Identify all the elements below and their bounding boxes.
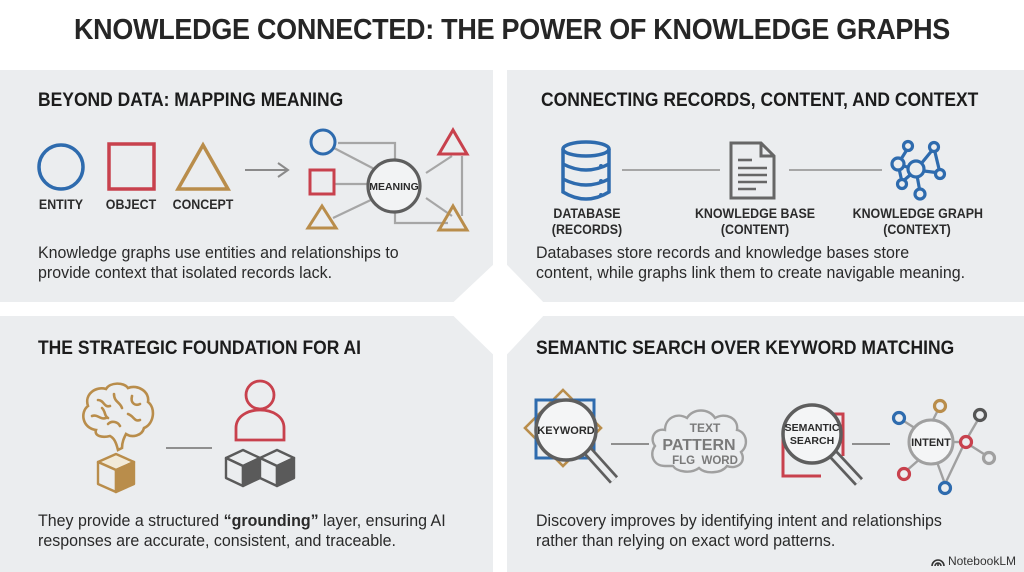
panel-title: BEYOND DATA: MAPPING MEANING bbox=[38, 90, 344, 111]
page-title: KNOWLEDGE CONNECTED: THE POWER OF KNOWLE… bbox=[73, 14, 951, 46]
connector-line bbox=[166, 447, 212, 449]
network-graph-icon bbox=[890, 139, 947, 201]
svg-text:PATTERN: PATTERN bbox=[662, 437, 735, 454]
panel-description-line2: provide context that isolated records la… bbox=[38, 263, 333, 282]
panel-connecting-records: CONNECTING RECORDS, CONTENT, AND CONTEXT bbox=[507, 70, 1024, 302]
panel-semantic-search: SEMANTIC SEARCH OVER KEYWORD MATCHING KE… bbox=[507, 316, 1024, 572]
svg-text:SEARCH: SEARCH bbox=[790, 435, 834, 447]
svg-text:SEMANTIC: SEMANTIC bbox=[785, 422, 840, 434]
intent-network-icon: INTENT bbox=[891, 398, 997, 496]
database-icon bbox=[561, 140, 611, 201]
meaning-node-label: MEANING bbox=[369, 181, 419, 193]
panel-description-line1: Databases store records and knowledge ba… bbox=[536, 243, 910, 262]
connector-line bbox=[789, 169, 882, 171]
meaning-graph-diagram: MEANING bbox=[305, 127, 470, 232]
circle-icon bbox=[37, 143, 85, 191]
semantic-search-magnifier-icon: SEMANTIC SEARCH bbox=[781, 403, 864, 486]
keyword-magnifier-icon: KEYWORD bbox=[523, 388, 619, 484]
connector-line bbox=[852, 443, 890, 445]
connector-line bbox=[622, 169, 720, 171]
icon-label-knowledge-base: KNOWLEDGE BASE(CONTENT) bbox=[694, 206, 816, 237]
panel-description-line2: content, while graphs link them to creat… bbox=[536, 263, 966, 282]
panel-title: SEMANTIC SEARCH OVER KEYWORD MATCHING bbox=[536, 338, 955, 359]
icon-label-concept: CONCEPT bbox=[172, 197, 234, 212]
connector-line bbox=[611, 443, 649, 445]
document-icon bbox=[729, 141, 776, 200]
panel-description-line2: rather than relying on exact word patter… bbox=[536, 531, 836, 550]
panel-description-line1: They provide a structured “grounding” la… bbox=[38, 511, 446, 530]
person-on-blocks-icon bbox=[224, 379, 296, 488]
panel-strategic-foundation: THE STRATEGIC FOUNDATION FOR AI bbox=[0, 316, 493, 572]
svg-text:TEXT: TEXT bbox=[690, 421, 721, 435]
text-pattern-cloud-icon: TEXT PATTERN FLG WORD bbox=[651, 409, 748, 474]
icon-label-knowledge-graph: KNOWLEDGE GRAPH(CONTEXT) bbox=[852, 206, 984, 237]
panel-description-line1: Discovery improves by identifying intent… bbox=[536, 511, 942, 530]
icon-label-entity: ENTITY bbox=[38, 197, 84, 212]
triangle-icon bbox=[174, 141, 232, 191]
brand-label: NotebookLM bbox=[947, 554, 1016, 568]
square-icon bbox=[107, 142, 156, 191]
notebooklm-icon bbox=[930, 559, 945, 567]
svg-text:INTENT: INTENT bbox=[911, 437, 951, 449]
arrow-right-icon bbox=[245, 162, 290, 178]
brain-icon bbox=[82, 382, 155, 494]
brand-watermark: NotebookLM bbox=[930, 554, 1016, 568]
svg-text:FLG WORD: FLG WORD bbox=[672, 455, 738, 467]
panel-description-line2: responses are accurate, consistent, and … bbox=[38, 531, 396, 550]
icon-label-database: DATABASE(RECORDS) bbox=[551, 206, 623, 237]
panel-title: CONNECTING RECORDS, CONTENT, AND CONTEXT bbox=[541, 90, 979, 111]
panel-description-line1: Knowledge graphs use entities and relati… bbox=[38, 243, 399, 262]
panel-beyond-data: BEYOND DATA: MAPPING MEANING ENTITY OBJE… bbox=[0, 70, 493, 302]
panel-title: THE STRATEGIC FOUNDATION FOR AI bbox=[38, 338, 362, 359]
svg-text:KEYWORD: KEYWORD bbox=[537, 425, 595, 437]
icon-label-object: OBJECT bbox=[105, 197, 157, 212]
